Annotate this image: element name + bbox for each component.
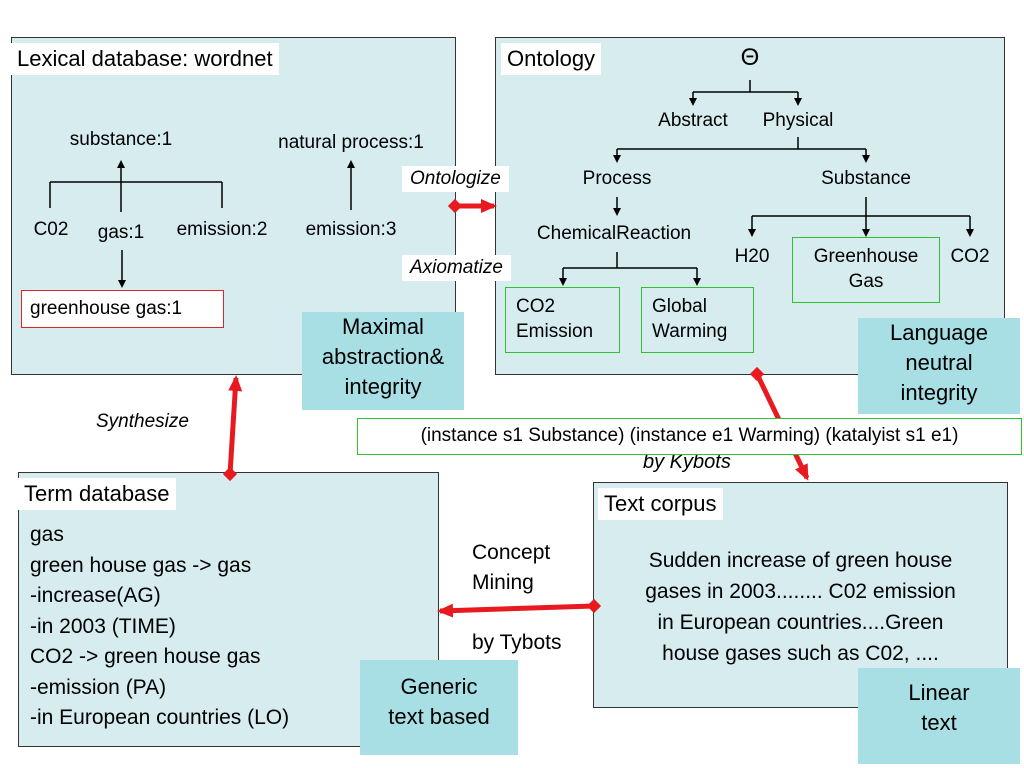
ontology-node-co2: CO2 xyxy=(950,246,990,267)
by-kybots-label: by Kybots xyxy=(643,451,731,473)
note-maximal-line3: integrity xyxy=(344,374,422,399)
concept-mining-line1: Concept xyxy=(472,541,551,564)
text-corpus-body: Sudden increase of green house gases in … xyxy=(598,545,1003,669)
text-corpus-title: Text corpus xyxy=(598,488,723,520)
term-line: -increase(AG) xyxy=(30,584,161,607)
concept-mining-label: Concept Mining xyxy=(472,538,550,598)
note-language-neutral: Language neutral integrity xyxy=(858,318,1020,414)
wordnet-greenhouse-label: greenhouse gas:1 xyxy=(30,298,183,319)
note-generic-line2: text based xyxy=(388,704,490,729)
term-line: -emission (PA) xyxy=(30,675,167,699)
ontology-node-process: Process xyxy=(582,168,652,189)
note-maximal-line2: abstraction& xyxy=(321,344,445,369)
ontology-root-theta: Θ xyxy=(740,44,760,71)
term-database-title: Term database xyxy=(18,478,176,510)
by-tybots-label: by Tybots xyxy=(472,631,562,654)
axiomatize-label: Axiomatize xyxy=(402,255,511,281)
corpus-line: gases in 2003........ C02 emission xyxy=(645,580,956,603)
wordnet-title: Lexical database: wordnet xyxy=(11,43,279,75)
note-linear-text: Linear text xyxy=(858,668,1020,764)
kybots-arrow-tail xyxy=(749,366,765,382)
formula-text: (instance s1 Substance) (instance e1 War… xyxy=(420,425,959,446)
corpus-line: Sudden increase of green house xyxy=(648,549,953,572)
wordnet-node-emission3: emission:3 xyxy=(305,219,397,240)
ontology-node-physical: Physical xyxy=(762,110,834,131)
ontology-node-global-warming: Global Warming xyxy=(641,287,754,353)
concept-mining-line2: Mining xyxy=(472,571,534,594)
synthesize-arrow xyxy=(227,375,243,475)
ontology-node-abstract: Abstract xyxy=(658,110,728,131)
co2-emission-line2: Emission xyxy=(516,321,594,342)
wordnet-node-natural-process: natural process:1 xyxy=(278,132,424,153)
global-warming-line2: Warming xyxy=(652,321,728,342)
greenhouse-line1: Greenhouse xyxy=(813,246,919,267)
corpus-line: house gases such as C02, .... xyxy=(662,642,939,665)
greenhouse-line2: Gas xyxy=(848,271,884,292)
concept-mining-arrow-tail xyxy=(586,598,602,614)
ontology-node-chemical-reaction: ChemicalReaction xyxy=(536,223,692,244)
synthesize-label: Synthesize xyxy=(96,411,189,432)
ontology-title: Ontology xyxy=(501,43,602,75)
note-generic-line1: Generic xyxy=(400,674,478,699)
term-line: -in European countries (LO) xyxy=(30,706,290,729)
note-language-line1: Language xyxy=(890,320,988,345)
ontology-node-substance: Substance xyxy=(821,168,911,189)
formula-box: (instance s1 Substance) (instance e1 War… xyxy=(357,418,1022,455)
wordnet-node-greenhouse: greenhouse gas:1 xyxy=(21,290,224,328)
term-line: gas xyxy=(30,523,64,546)
note-generic-text: Generic text based xyxy=(360,660,518,755)
term-line: CO2 -> green house gas xyxy=(30,645,261,668)
ontology-node-h20: H20 xyxy=(734,246,770,267)
term-line: -in 2003 (TIME) xyxy=(30,614,176,638)
ontology-node-greenhouse-gas: Greenhouse Gas xyxy=(792,237,940,303)
note-linear-line1: Linear xyxy=(908,680,970,705)
wordnet-node-emission2: emission:2 xyxy=(176,219,268,240)
wordnet-node-gas: gas:1 xyxy=(97,222,145,243)
co2-emission-line1: CO2 xyxy=(516,296,556,317)
note-language-line2: neutral xyxy=(905,350,973,375)
term-line: green house gas -> gas xyxy=(30,553,252,577)
ontology-node-co2-emission: CO2 Emission xyxy=(505,287,620,353)
note-maximal-abstraction: Maximal abstraction& integrity xyxy=(302,312,464,410)
concept-mining-arrow xyxy=(437,603,595,618)
note-maximal-line1: Maximal xyxy=(342,314,424,339)
wordnet-node-c02: C02 xyxy=(33,219,69,240)
wordnet-node-substance: substance:1 xyxy=(69,129,173,150)
note-language-line3: integrity xyxy=(900,380,978,405)
ontologize-label: Ontologize xyxy=(402,166,509,192)
synthesize-arrow-tail xyxy=(222,466,238,482)
ontologize-arrow-tail xyxy=(447,198,463,214)
term-database-list: gas green house gas -> gas -increase(AG)… xyxy=(30,520,289,734)
note-linear-line2: text xyxy=(921,710,957,735)
global-warming-line1: Global xyxy=(652,296,707,317)
corpus-line: in European countries....Green xyxy=(657,611,944,634)
